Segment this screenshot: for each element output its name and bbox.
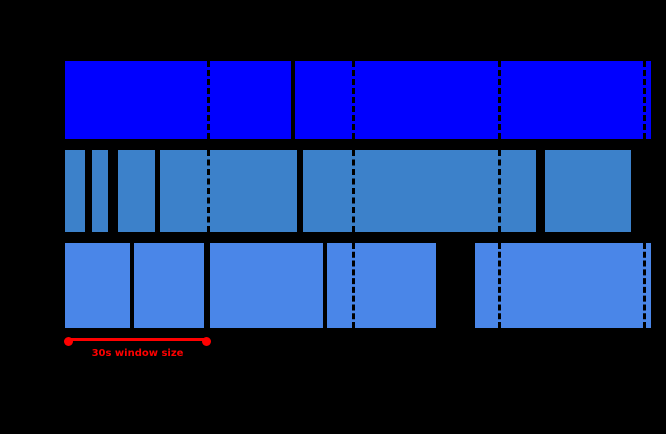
segment bbox=[65, 150, 85, 232]
track-1 bbox=[0, 61, 666, 139]
segment bbox=[134, 243, 204, 328]
segment bbox=[295, 61, 651, 139]
track-2 bbox=[0, 150, 666, 232]
window-size-label: 30s window size bbox=[91, 348, 184, 359]
window-bar-left-cap bbox=[64, 337, 73, 346]
segment bbox=[92, 150, 108, 232]
window-bar-right-cap bbox=[202, 337, 211, 346]
segment bbox=[160, 150, 297, 232]
segment bbox=[65, 61, 291, 139]
segment bbox=[65, 243, 130, 328]
segment bbox=[475, 243, 651, 328]
window-size-bar bbox=[64, 337, 211, 346]
segment bbox=[545, 150, 631, 232]
segment bbox=[210, 243, 323, 328]
segment bbox=[118, 150, 155, 232]
segment bbox=[303, 150, 536, 232]
segment bbox=[327, 243, 436, 328]
track-3 bbox=[0, 243, 666, 328]
